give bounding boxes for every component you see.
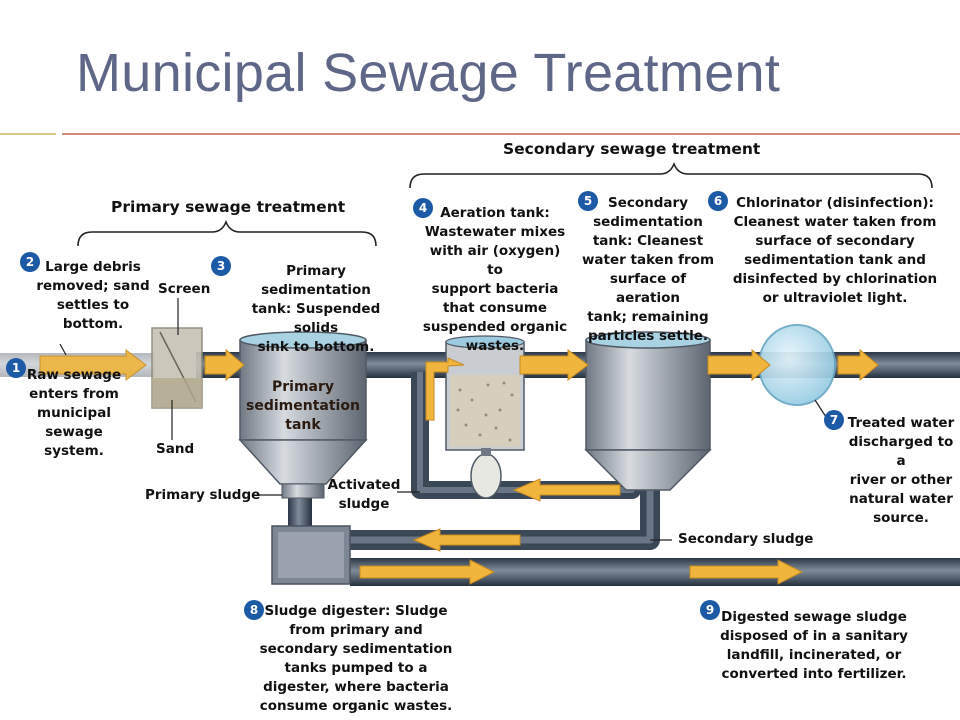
sludge-digester: [271, 525, 351, 585]
secondary-bracket: [409, 161, 933, 189]
arrow-outlet: [837, 348, 879, 382]
step-5-text: Secondary sedimentation tank: Cleanest w…: [581, 195, 715, 344]
flow-arrows: [39, 348, 879, 585]
step-badge-8: 8: [244, 600, 264, 620]
arrow-digested-2: [689, 559, 804, 585]
sand-label: Sand: [156, 441, 195, 457]
step-badge-2: 2: [20, 252, 40, 272]
step-6-text: Chlorinator (disinfection): Cleanest wat…: [732, 195, 938, 306]
secondary-treatment-header: Secondary sewage treatment: [503, 140, 761, 158]
arrow-digested-1: [359, 559, 496, 585]
sand-layer: [152, 378, 202, 408]
primary-tank-label: Primary sedimentation tank: [246, 379, 360, 433]
screen-label: Screen: [158, 281, 211, 297]
step-badge-4: 4: [413, 198, 433, 218]
step-3-text: Primary sedimentation tank: Suspended so…: [251, 263, 381, 355]
arrow-activated-sludge: [512, 478, 621, 502]
step-badge-6: 6: [708, 191, 728, 211]
step-badge-7: 7: [824, 410, 844, 430]
primary-tank: [238, 331, 368, 499]
step-badge-3: 3: [211, 256, 231, 276]
arrow-to-aeration: [425, 357, 465, 421]
aeration-tank: [445, 335, 525, 499]
leader-raw-sewage: [59, 343, 67, 356]
arrow-inlet: [39, 349, 147, 381]
secondary-sludge-label: Secondary sludge: [678, 531, 814, 547]
primary-bracket: [77, 219, 377, 247]
arrow-to-secondary: [519, 349, 589, 381]
step-9-text: Digested sewage sludge disposed of in a …: [720, 609, 908, 682]
arrow-to-primary: [204, 348, 245, 382]
step-2-text: Large debris removed; sand settles to bo…: [36, 259, 150, 332]
step-badge-9: 9: [700, 600, 720, 620]
slide-title: Municipal Sewage Treatment: [76, 43, 781, 103]
activated-sludge-label: Activated sludge: [327, 477, 401, 512]
arrow-secondary-sludge: [412, 528, 521, 552]
primary-sludge-label: Primary sludge: [145, 487, 261, 503]
step-badge-1: 1: [6, 358, 26, 378]
secondary-tank: [584, 331, 712, 491]
step-badge-5: 5: [578, 191, 598, 211]
step-4-text: Aeration tank: Wastewater mixes with air…: [422, 205, 568, 354]
arrow-to-chlorinator: [707, 348, 771, 382]
step-7-text: Treated water discharged to a river or o…: [847, 415, 955, 526]
step-8-text: Sludge digester: Sludge from primary and…: [259, 603, 453, 714]
step-1-text: Raw sewage enters from municipal sewage …: [26, 367, 122, 459]
primary-treatment-header: Primary sewage treatment: [111, 198, 346, 216]
